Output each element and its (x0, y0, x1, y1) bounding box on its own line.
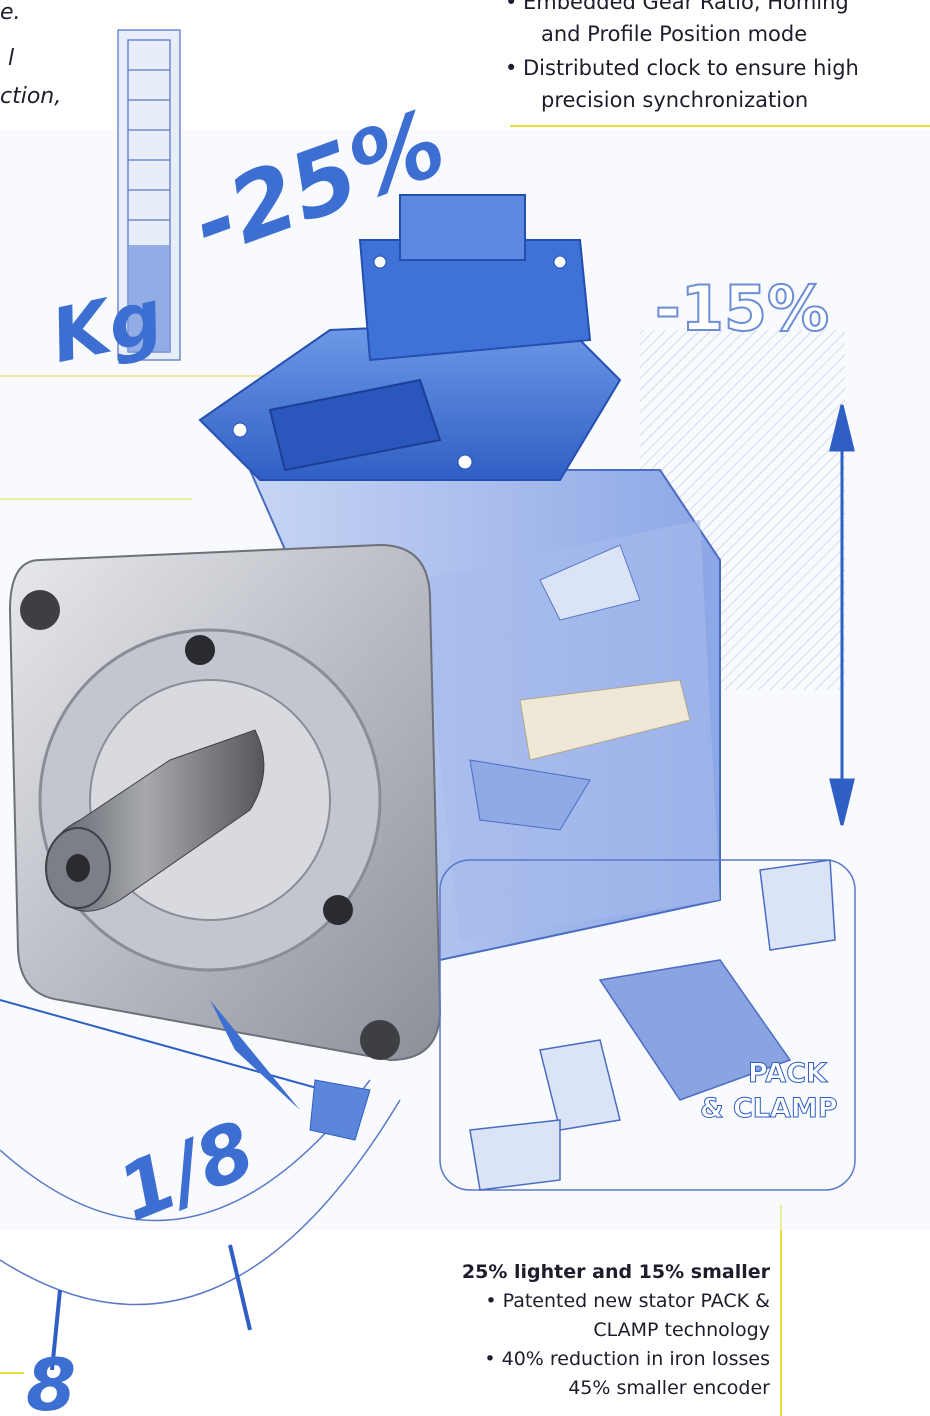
scale-marker (309, 1079, 371, 1141)
size-reduction-label: -15% (655, 272, 829, 345)
feature-list-bottom: 25% lighter and 15% smaller • Patented n… (410, 1258, 770, 1403)
feature-bullet-cont: CLAMP technology (593, 1319, 770, 1341)
feature-bullet: • Patented new stator PACK & (485, 1290, 770, 1312)
feature-bullet-text: 40% reduction in iron losses (501, 1348, 770, 1370)
height-dimension-arrow (829, 404, 855, 826)
feature-bullet-text: Patented new stator PACK & (502, 1290, 770, 1312)
feature-bullet-cont: precision synchronization (541, 88, 809, 112)
callout-line-top-right (510, 125, 930, 127)
pack-clamp-sketch (439, 859, 856, 1191)
intro-line-3: ction, (0, 84, 62, 109)
feature-list-top: Embedded Gear Ratio, Homing and Profile … (505, 0, 925, 116)
scale-arc-sketch (0, 999, 401, 1371)
feature-bullet-cont: and Profile Position mode (541, 22, 808, 46)
connector-housing (198, 194, 622, 481)
clamp-label: & CLAMP (700, 1093, 838, 1124)
pack-label: PACK (748, 1058, 828, 1089)
scale-pointer (210, 1000, 300, 1110)
callout-line-bottom-left (0, 1372, 24, 1374)
feature-bullet: • 40% reduction in iron losses (484, 1348, 770, 1370)
feature-bullet-cont: 45% smaller encoder (568, 1377, 770, 1399)
intro-text: e. l ction, (0, 0, 110, 110)
scale-digit-label: 8 (26, 1343, 76, 1416)
intro-line-1: e. (0, 0, 21, 25)
feature-bullet: Distributed clock to ensure high (505, 52, 925, 84)
motor-shaft (45, 729, 265, 912)
intro-line-2: l (8, 46, 15, 71)
callout-line-bottom-right (780, 1205, 782, 1416)
feature-bullet: Embedded Gear Ratio, Homing (505, 0, 925, 18)
feature-title: 25% lighter and 15% smaller (461, 1261, 770, 1283)
weight-gauge-sketch (117, 29, 181, 361)
